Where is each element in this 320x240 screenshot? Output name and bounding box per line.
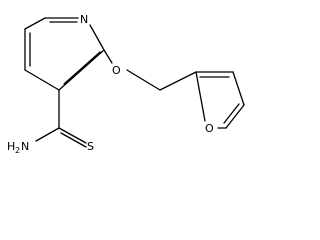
furan-oxygen-label: O — [205, 122, 214, 135]
sulfur-label: S — [87, 140, 94, 153]
bond-ch2-furan — [159, 71, 197, 91]
bond-furan-c4-c5 — [225, 104, 245, 129]
atom-labels: N O O S H 2 N — [7, 13, 214, 155]
bond-c4-c3 — [24, 69, 60, 91]
pyridine-nitrogen-label: N — [80, 13, 88, 26]
bond-n1-c2 — [89, 24, 105, 51]
bond-c-s-1 — [58, 127, 87, 144]
bond-c3-c2-inner — [63, 51, 101, 85]
bond-c3-c2 — [58, 49, 105, 91]
structure-svg: N O O S H 2 N — [7, 13, 245, 155]
bonds — [24, 17, 245, 148]
bond-c-n — [35, 127, 60, 142]
bond-c2-o-ether — [103, 49, 113, 64]
bond-c6-c5 — [24, 17, 46, 30]
bond-furan-c4-c5-inner — [223, 103, 240, 124]
amine-nitrogen-label: N — [21, 140, 29, 153]
amine-h-subscript: 2 — [15, 146, 20, 155]
bond-o-ch2 — [126, 69, 161, 91]
bond-c-s-2 — [60, 132, 87, 148]
ether-oxygen-label: O — [112, 64, 121, 77]
amine-h-label: H — [7, 140, 15, 153]
molecule-drawing: N O O S H 2 N — [7, 13, 245, 155]
bond-furan-o-c2 — [195, 71, 206, 122]
bond-furan-c3-c4 — [232, 71, 245, 106]
